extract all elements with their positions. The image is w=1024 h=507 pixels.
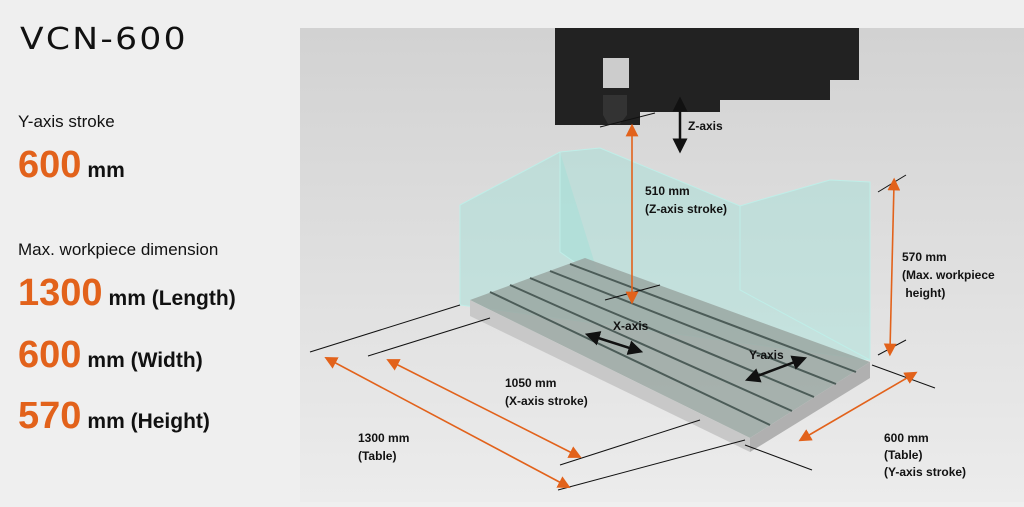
height-unit: mm (Height) [87, 410, 210, 433]
height-value-label: 570 mm [902, 250, 947, 264]
workpiece-label: Max. workpiece dimension [18, 240, 219, 259]
height-caption-2: height) [902, 286, 945, 300]
width-value: 600 [18, 334, 82, 376]
axis-arrows [584, 96, 808, 383]
machine-diagram: Z-axis X-axis Y-axis 510 mm (Z-axis stro… [300, 28, 1024, 502]
z-axis-label: Z-axis [688, 119, 723, 133]
width-unit: mm (Width) [87, 349, 203, 372]
y-stroke-value: 600 [18, 144, 82, 186]
orange-dimension-arrows [324, 123, 918, 489]
table-width-value: 600 mm [884, 431, 929, 445]
y-stroke-unit: mm [87, 159, 125, 182]
table-length-value: 1300 mm [358, 431, 409, 445]
z-stroke-value: 510 mm [645, 184, 690, 198]
x-stroke-caption: (X-axis stroke) [505, 394, 588, 408]
table-width-caption: (Table) [884, 448, 922, 462]
y-stroke-caption: (Y-axis stroke) [884, 465, 966, 479]
height-value: 570 [18, 395, 82, 437]
length-value: 1300 [18, 272, 103, 314]
y-axis-label: Y-axis [749, 348, 784, 362]
model-title: VCN-600 [20, 22, 188, 57]
height-caption-1: (Max. workpiece [902, 268, 995, 282]
y-stroke-label: Y-axis stroke [18, 112, 115, 131]
x-stroke-value: 1050 mm [505, 376, 556, 390]
x-axis-label: X-axis [613, 319, 649, 333]
table-length-caption: (Table) [358, 449, 396, 463]
spindle-head [555, 28, 859, 125]
z-stroke-caption: (Z-axis stroke) [645, 202, 727, 216]
length-unit: mm (Length) [108, 287, 236, 310]
